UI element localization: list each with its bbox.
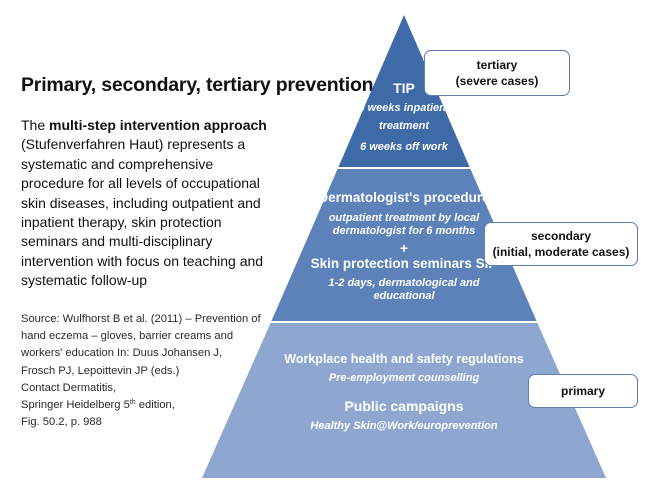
source-edition-post: edition, [135, 399, 175, 412]
source-line: Source: Wulfhorst B et al. (2011) – Prev… [21, 313, 261, 325]
page-title: Primary, secondary, tertiary prevention [21, 74, 374, 96]
campaigns-heading: Public campaigns [344, 398, 464, 414]
source-line: Contact Dermatitis, [21, 381, 117, 394]
tip-detail: treatment [378, 120, 430, 132]
source-line: hand eczema – gloves, barrier creams and [21, 330, 234, 343]
callout-secondary: secondary (initial, moderate cases) [484, 222, 638, 266]
source-edition: Springer Heidelberg 5 [21, 399, 130, 412]
plus-sign: + [399, 240, 409, 256]
workplace-detail: Pre-employment counselling [328, 372, 480, 384]
source-line: Springer Heidelberg 5th edition, [21, 397, 271, 414]
dermatologist-detail: outpatient treatment by local [328, 212, 480, 224]
source-line: Fig. 50.2, p. 988 [21, 416, 102, 429]
callout-tertiary-label: tertiary [476, 58, 518, 72]
sip-detail: educational [373, 290, 435, 302]
callout-secondary-label: secondary [530, 229, 592, 243]
pyramid-tier-secondary [271, 168, 537, 322]
description-rest: (Stufenverfahren Haut) represents a syst… [21, 136, 264, 289]
tip-detail: 3 weeks inpatient [358, 102, 450, 114]
callout-primary: primary [528, 374, 638, 408]
primary-content: Workplace health and safety regulations … [264, 352, 544, 432]
callout-secondary-sublabel: (initial, moderate cases) [492, 245, 630, 259]
workplace-heading: Workplace health and safety regulations [284, 352, 524, 366]
description-text: The multi-step intervention approach (St… [21, 116, 271, 291]
tertiary-content: TIP 3 weeks inpatient treatment 6 weeks … [334, 80, 474, 155]
callout-tertiary-sublabel: (severe cases) [455, 74, 539, 88]
callout-tertiary: tertiary (severe cases) [424, 50, 570, 96]
source-line: Frosch PJ, Lepoittevin JP (eds.) [21, 364, 180, 377]
sip-heading: Skin protection seminars SIP [310, 256, 498, 271]
secondary-content: Dermatologist's procedure outpatient tre… [298, 190, 510, 303]
description-emphasis: multi-step intervention approach [49, 117, 267, 133]
description-prefix: The [21, 117, 50, 133]
campaigns-detail: Healthy Skin@Work/europrevention [310, 420, 498, 432]
pyramid-tier-tertiary [338, 15, 470, 168]
dermatologist-detail: dermatologist for 6 months [332, 225, 476, 237]
dermatologist-heading: Dermatologist's procedure [318, 190, 490, 205]
source-edition-sup: th [129, 399, 136, 407]
tip-heading: TIP [393, 80, 415, 96]
pyramid-tier-primary [202, 322, 606, 478]
source-citation: Source: Wulfhorst B et al. (2011) – Prev… [21, 311, 271, 431]
tip-detail: 6 weeks off work [360, 141, 448, 153]
callout-primary-label: primary [560, 384, 606, 398]
sip-detail: 1-2 days, dermatological and [328, 277, 480, 289]
source-line: workers' education In: Duus Johansen J, [21, 347, 223, 360]
